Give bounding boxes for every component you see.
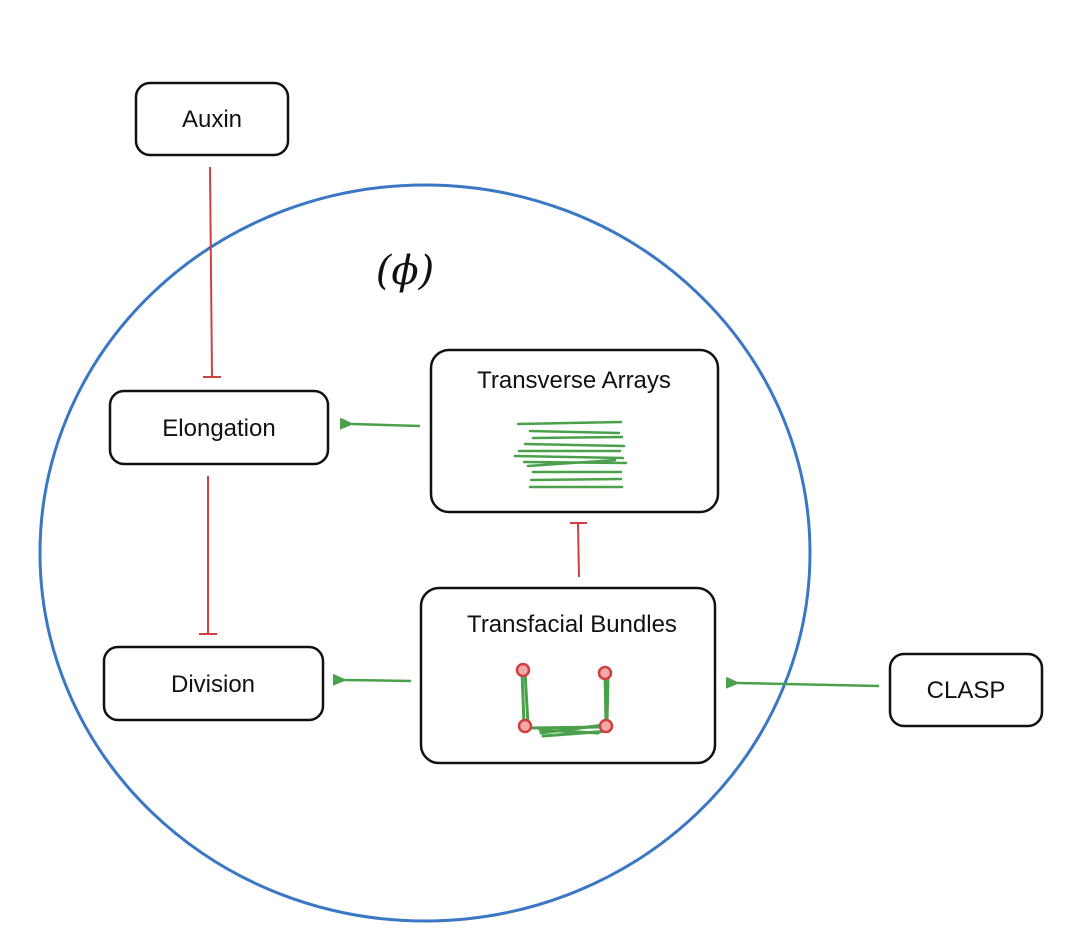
node-division[interactable]: Division [102, 645, 325, 722]
node-elongation-label: Elongation [162, 415, 275, 442]
node-transverse-arrays[interactable]: Transverse Arrays [429, 348, 720, 514]
node-transfacial-bundles[interactable]: Transfacial Bundles [419, 586, 717, 765]
node-division-label: Division [171, 671, 255, 698]
node-clasp[interactable]: CLASP [888, 652, 1044, 728]
edge-elongation-inhibits-division [199, 476, 217, 635]
node-transverse-arrays-label: Transverse Arrays [477, 367, 671, 394]
edge-transfacial-activates-division [332, 673, 412, 686]
edge-auxin-inhibits-elongation [203, 166, 221, 378]
node-elongation[interactable]: Elongation [108, 389, 330, 466]
region-label: (ϕ) [376, 248, 434, 294]
transverse-array-lines-icon [513, 420, 628, 489]
edge-transfacial-inhibits-transverse [570, 522, 587, 578]
node-clasp-label: CLASP [927, 677, 1006, 704]
region-circle [38, 183, 812, 923]
node-auxin-label: Auxin [182, 106, 242, 133]
transfacial-bundle-sketch-icon [515, 662, 614, 738]
node-transfacial-bundles-label: Transfacial Bundles [467, 611, 677, 638]
edge-clasp-activates-transfacial [725, 676, 880, 689]
edge-transverse-activates-elongation [339, 417, 421, 430]
node-auxin[interactable]: Auxin [134, 81, 290, 157]
